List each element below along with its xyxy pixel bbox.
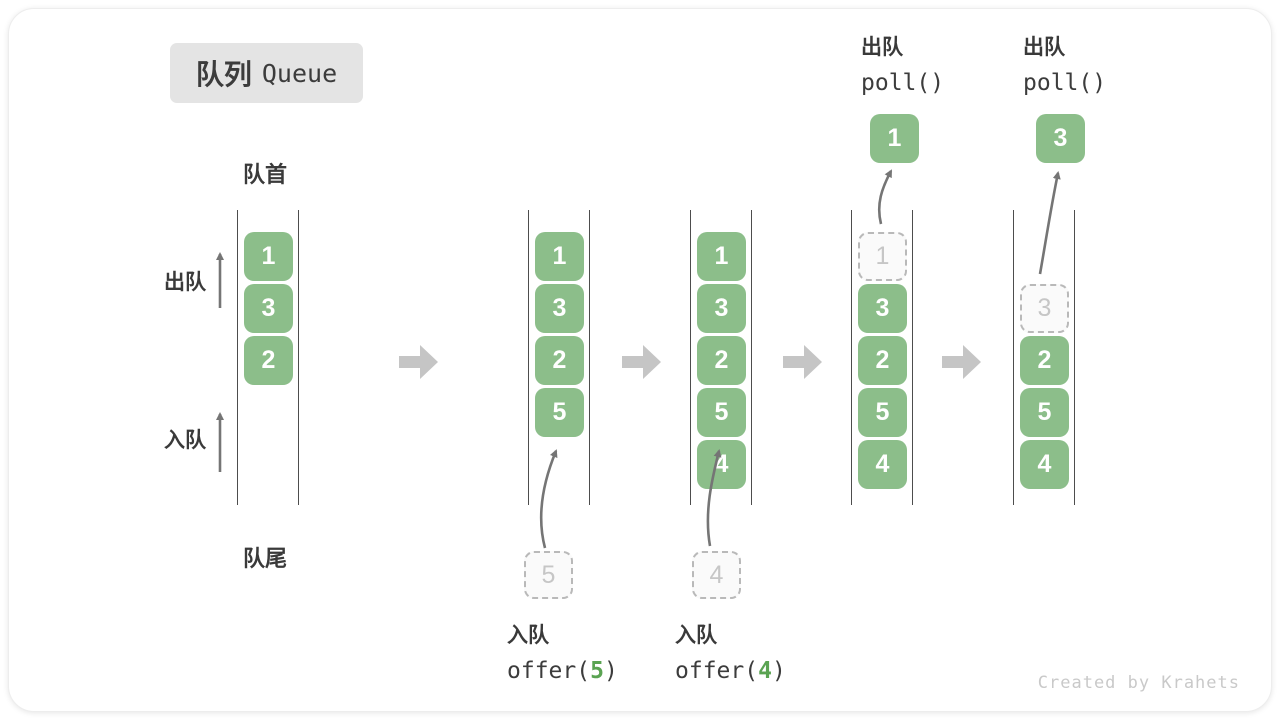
code-arg: 5 bbox=[590, 658, 604, 684]
queue-item: 5 bbox=[858, 388, 907, 437]
op-enqueue-4: 入队 offer(4) bbox=[675, 619, 786, 684]
queue-item: 1 bbox=[535, 232, 584, 281]
op-poll-2-label: 出队 bbox=[1023, 36, 1065, 59]
queue-item: 4 bbox=[858, 440, 907, 489]
queue-item: 4 bbox=[697, 440, 746, 489]
queue-item: 3 bbox=[697, 284, 746, 333]
op-enqueue-5: 入队 offer(5) bbox=[507, 619, 618, 684]
op-poll-1-label: 出队 bbox=[861, 36, 903, 59]
dequeued-result-box: 1 bbox=[870, 114, 919, 163]
op-poll-2-code: poll() bbox=[1023, 70, 1107, 96]
queue-item: 1 bbox=[244, 232, 293, 281]
op-enqueue-5-code: offer(5) bbox=[507, 658, 618, 684]
dequeued-placeholder: 1 bbox=[858, 232, 907, 281]
label-queue-rear: 队尾 bbox=[243, 546, 288, 571]
code-close: ) bbox=[771, 658, 786, 684]
queue-item: 3 bbox=[535, 284, 584, 333]
dequeued-placeholder: 3 bbox=[1020, 284, 1069, 333]
title-en: Queue bbox=[261, 58, 338, 88]
queue-item: 5 bbox=[535, 388, 584, 437]
queue-state-1: 1 3 2 bbox=[237, 210, 299, 505]
dequeued-result-box: 3 bbox=[1036, 114, 1085, 163]
queue-item: 3 bbox=[244, 284, 293, 333]
code-close: ) bbox=[603, 658, 618, 684]
queue-item: 2 bbox=[858, 336, 907, 385]
queue-item: 2 bbox=[244, 336, 293, 385]
op-poll-1-code: poll() bbox=[861, 70, 945, 96]
diagram-card bbox=[8, 8, 1272, 712]
queue-item: 2 bbox=[1020, 336, 1069, 385]
op-enqueue-5-label: 入队 bbox=[507, 624, 549, 647]
op-enqueue-4-code: offer(4) bbox=[675, 658, 786, 684]
queue-item: 1 bbox=[697, 232, 746, 281]
op-poll-2: 出队 poll() bbox=[1023, 31, 1106, 96]
code-fn: offer( bbox=[675, 658, 759, 684]
queue-item: 5 bbox=[697, 388, 746, 437]
queue-item: 2 bbox=[535, 336, 584, 385]
op-enqueue-4-label: 入队 bbox=[675, 624, 717, 647]
queue-state-4: 1 3 2 5 4 bbox=[851, 210, 913, 505]
code-fn: offer( bbox=[507, 658, 591, 684]
pending-enqueue-box: 5 bbox=[524, 551, 573, 599]
pending-enqueue-box: 4 bbox=[692, 551, 741, 599]
label-queue-front: 队首 bbox=[243, 162, 288, 187]
title-cn: 队列 bbox=[195, 59, 252, 90]
queue-item: 4 bbox=[1020, 440, 1069, 489]
queue-item: 5 bbox=[1020, 388, 1069, 437]
label-dequeue: 出队 bbox=[164, 271, 206, 294]
op-poll-1: 出队 poll() bbox=[861, 31, 944, 96]
queue-state-2: 1 3 2 5 bbox=[528, 210, 590, 505]
code-arg: 4 bbox=[758, 658, 772, 684]
label-enqueue: 入队 bbox=[164, 429, 206, 452]
title-box: 队列 Queue bbox=[170, 43, 363, 103]
queue-state-5: 3 2 5 4 bbox=[1013, 210, 1075, 505]
queue-state-3: 1 3 2 5 4 bbox=[690, 210, 752, 505]
watermark: Created by Krahets bbox=[1037, 673, 1240, 693]
queue-item: 3 bbox=[858, 284, 907, 333]
queue-item: 2 bbox=[697, 336, 746, 385]
